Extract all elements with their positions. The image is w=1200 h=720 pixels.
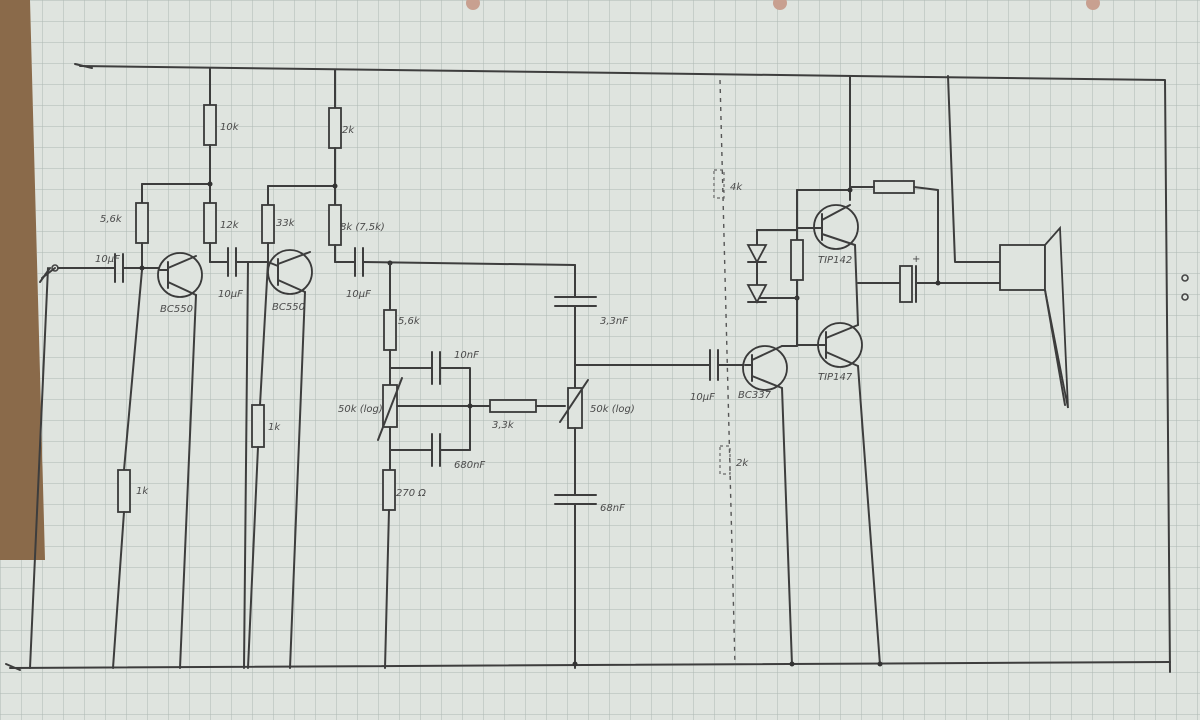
resistor-r8-label: 1k	[136, 486, 149, 497]
transistor-q1-label: BC550	[160, 304, 193, 315]
capacitor-c5-label: 680nF	[454, 460, 485, 471]
potentiometer-p2-label: 50k (log)	[590, 404, 635, 415]
diode-d1	[746, 244, 768, 264]
resistor-r12-label: 4k	[730, 182, 743, 193]
resistor-r7-label: 1k	[268, 422, 281, 433]
resistor-r3	[135, 202, 149, 244]
capacitor-c2-label: 10µF	[218, 289, 243, 300]
output-capacitor	[899, 265, 913, 303]
resistor-r2-label: 2k	[342, 125, 355, 136]
transistor-q3	[742, 345, 788, 391]
resistor-r10	[382, 469, 396, 511]
resistor-r1	[203, 104, 217, 146]
resistor-r1-label: 10k	[220, 122, 240, 133]
output-capacitor-polarity: +	[912, 254, 920, 265]
tone-control: 5,6k 10nF 50k (log) 680nF 270 Ω 3,3k 3,3…	[338, 262, 711, 669]
capacitor-c3-label: 10µF	[346, 289, 371, 300]
preamp-stage-1: 10k 5,6k 12k 10µF BC550 1k	[95, 67, 269, 669]
feedback-resistor	[873, 180, 915, 194]
transistor-q2	[267, 249, 313, 295]
potentiometer-p1-label: 50k (log)	[338, 404, 383, 415]
transistor-q2-label: BC550	[272, 302, 305, 313]
transistor-q3-label: BC337	[738, 390, 772, 401]
resistor-r9	[383, 309, 397, 351]
resistor-r13-label: 2k	[736, 458, 749, 469]
resistor-r2	[328, 107, 342, 149]
supply-rails	[5, 63, 1171, 673]
preamp-stage-2: 2k 33k 8k (7,5k) BC550 1k 10µF	[247, 69, 576, 669]
resistor-r5	[261, 204, 275, 244]
resistor-r3-label: 5,6k	[100, 214, 123, 225]
power-output-stage: 10µF BC337 4k 2k TIP142	[690, 75, 1189, 667]
transistor-q5-label: TIP147	[818, 372, 853, 383]
transistor-q4-label: TIP142	[818, 255, 852, 266]
speaker	[999, 244, 1046, 291]
transistor-q1	[157, 252, 203, 298]
resistor-r13	[719, 445, 731, 475]
resistor-r8	[117, 469, 131, 513]
resistor-r10-label: 270 Ω	[396, 488, 426, 499]
positive-rail	[79, 65, 1171, 673]
bias-resistor	[790, 239, 804, 281]
ground-rail	[9, 661, 1171, 669]
resistor-r11	[489, 399, 537, 413]
resistor-r6-label: 8k (7,5k)	[340, 222, 385, 233]
resistor-r7	[251, 404, 265, 448]
resistor-r12	[713, 169, 725, 199]
stage-divider	[719, 79, 736, 666]
resistor-r4-label: 12k	[220, 220, 240, 231]
capacitor-c1-label: 10µF	[95, 254, 120, 265]
resistor-r4	[203, 202, 217, 244]
resistor-r11-label: 3,3k	[492, 420, 515, 431]
capacitor-c4-label: 10nF	[454, 350, 479, 361]
resistor-r9-label: 5,6k	[398, 316, 421, 327]
supply-terminal-negative	[1181, 293, 1189, 301]
capacitor-c6-label: 3,3nF	[600, 316, 628, 327]
speaker-cone	[1044, 225, 1069, 409]
resistor-r5-label: 33k	[276, 218, 296, 229]
capacitor-c7-label: 68nF	[600, 503, 625, 514]
diode-d2	[746, 284, 768, 304]
capacitor-c8-label: 10µF	[690, 392, 715, 403]
input-section	[29, 264, 106, 669]
supply-terminal-positive	[1181, 274, 1189, 282]
